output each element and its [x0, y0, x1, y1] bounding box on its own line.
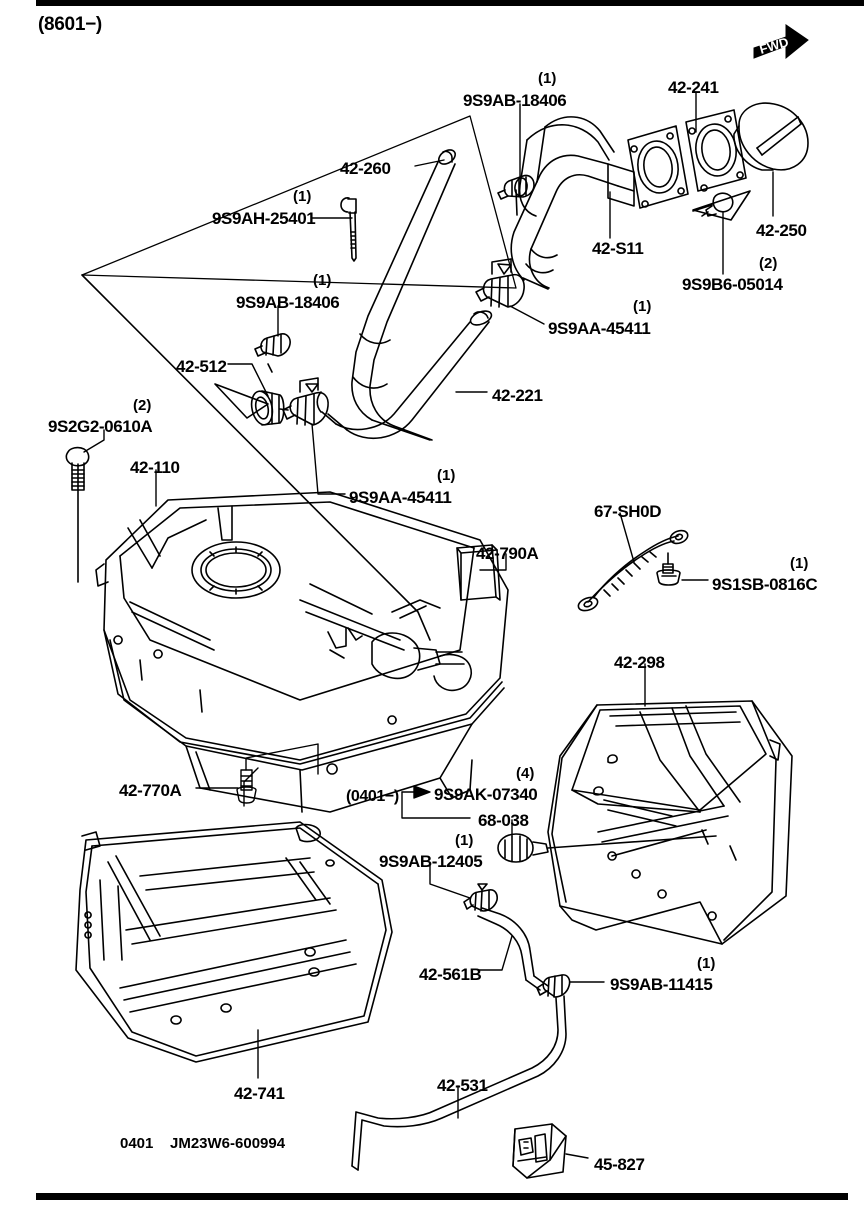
part-qty-9S9AB-11415: (1) [697, 955, 716, 972]
part-art-9S1SB-0816C [657, 553, 680, 585]
part-art-9S9AH-25401 [341, 198, 356, 261]
footer-diagram-code: JM23W6-600994 [170, 1135, 286, 1152]
part-qty-9S9AB-18406-upper: (1) [538, 70, 557, 87]
part-label-9S9AA-45411-lower: 9S9AA-45411 [349, 488, 452, 507]
part-label-9S9AH-25401: 9S9AH-25401 [212, 209, 316, 228]
part-art-42-S11 [511, 117, 634, 289]
part-label-68-038: 68-038 [478, 811, 529, 830]
part-label-42-770A: 42-770A [119, 781, 182, 800]
part-art-9S2G2-0610A [66, 448, 88, 582]
part-art-42-298 [548, 701, 792, 944]
fwd-arrow-icon: FWD [753, 24, 809, 60]
part-art-68-038 [498, 834, 716, 862]
part-art-42-241 [628, 110, 746, 208]
part-qty-9S9AK-07340: (4) [516, 765, 535, 782]
part-label-42-512: 42-512 [176, 357, 227, 376]
part-qty-9S9B6-05014: (2) [759, 255, 778, 272]
part-label-42-561B: 42-561B [419, 965, 482, 984]
part-label-42-790A: 42-790A [476, 544, 539, 563]
part-qty-9S2G2-0610A: (2) [133, 397, 152, 414]
part-label-42-741: 42-741 [234, 1084, 285, 1103]
part-label-42-221: 42-221 [492, 386, 543, 405]
part-art-9S9AB-18406-upper [498, 175, 534, 199]
part-art-9S9B6-05014 [693, 191, 750, 220]
bottom-rule [36, 1193, 848, 1200]
part-qty-9S9AA-45411-lower: (1) [437, 467, 456, 484]
part-art-42-110-fuel-tank [96, 492, 508, 812]
part-qty-9S9AH-25401: (1) [293, 188, 312, 205]
tank-date-note: (0401−) [346, 788, 399, 805]
part-art-45-827 [513, 1124, 566, 1178]
part-art-67-SH0D [577, 528, 690, 613]
part-label-42-531: 42-531 [437, 1076, 488, 1095]
part-label-9S2G2-0610A: 9S2G2-0610A [48, 417, 153, 436]
part-label-42-298: 42-298 [614, 653, 665, 672]
header-model-year-note: (8601−) [38, 14, 102, 35]
part-label-9S1SB-0816C: 9S1SB-0816C [712, 575, 818, 594]
part-art-42-221 [317, 308, 493, 438]
part-qty-9S9AB-12405: (1) [455, 832, 474, 849]
part-label-42-250: 42-250 [756, 221, 807, 240]
part-label-42-110: 42-110 [130, 458, 180, 477]
part-art-9S9AA-45411-upper [476, 259, 524, 307]
part-qty-9S9AA-45411-upper: (1) [633, 298, 652, 315]
part-art-42-250 [734, 103, 808, 170]
part-art-42-561B [478, 908, 548, 990]
part-label-42-241: 42-241 [668, 78, 719, 97]
part-label-9S9AA-45411-upper: 9S9AA-45411 [548, 319, 651, 338]
part-label-9S9AB-12405: 9S9AB-12405 [379, 852, 483, 871]
footer-page-number: 0401 [120, 1135, 154, 1152]
part-art-9S9AB-18406-lower [255, 334, 290, 372]
part-label-9S9AB-18406-upper: 9S9AB-18406 [463, 91, 567, 110]
part-label-9S9AB-11415: 9S9AB-11415 [610, 975, 713, 994]
fwd-orientation-marker: FWD [748, 18, 812, 70]
part-label-9S9AK-07340: 9S9AK-07340 [434, 785, 538, 804]
leader-lines [84, 92, 773, 1158]
part-label-9S9B6-05014: 9S9B6-05014 [682, 275, 783, 294]
part-label-9S9AB-18406-lower: 9S9AB-18406 [236, 293, 340, 312]
part-art-42-512 [215, 384, 288, 427]
part-label-42-260: 42-260 [340, 159, 391, 178]
top-rule [36, 0, 864, 6]
part-art-42-260 [352, 147, 458, 440]
part-art-9S9AB-11415 [537, 975, 570, 997]
part-label-45-827: 45-827 [594, 1155, 645, 1174]
fwd-text: FWD [758, 34, 791, 57]
part-art-9S9AA-45411-mid [283, 378, 328, 425]
part-art-42-741 [76, 822, 392, 1062]
part-label-67-SH0D: 67-SH0D [594, 502, 662, 521]
part-qty-9S9AB-18406-lower: (1) [313, 272, 332, 289]
part-qty-9S1SB-0816C: (1) [790, 555, 809, 572]
part-label-42-S11: 42-S11 [592, 239, 644, 258]
part-art-9S9AB-12405 [464, 884, 497, 911]
